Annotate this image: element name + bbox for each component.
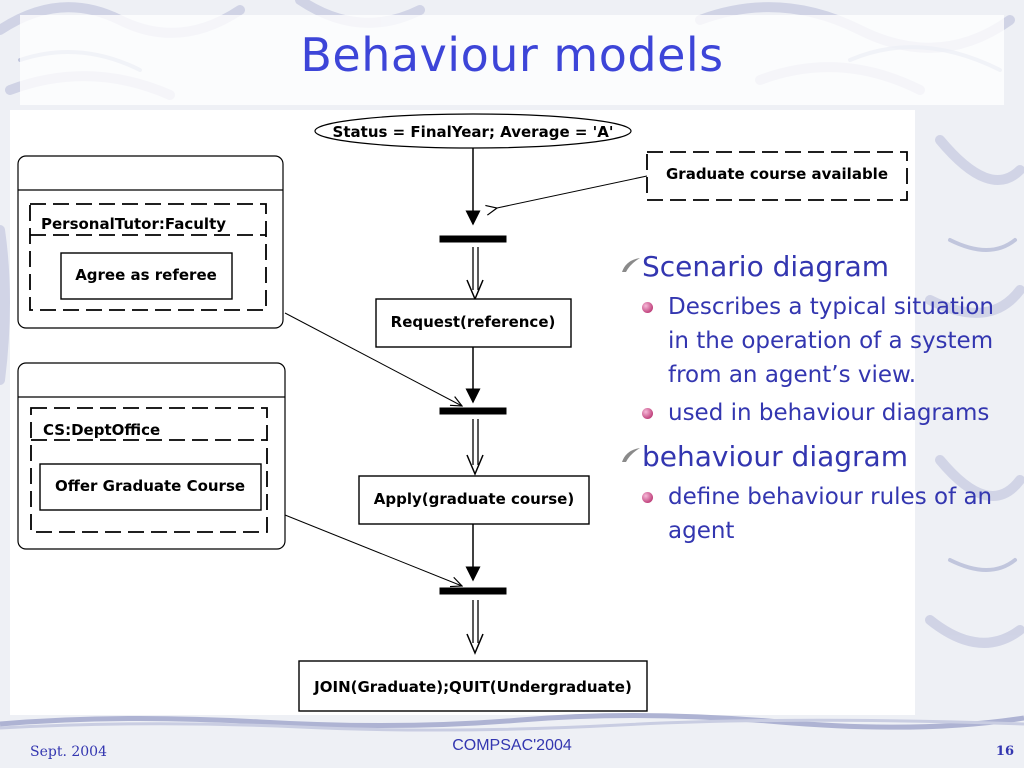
step-request: Request(reference) [391,313,556,331]
agent-dept-office: CS:DeptOffice Offer Graduate Course [17,362,286,550]
agent1-action: Agree as referee [75,266,217,284]
sync-bar-1 [439,235,507,243]
bullet-list: Scenario diagram Describes a typical sit… [620,250,1015,558]
bullet-text: Scenario diagram [642,250,890,283]
sync-bar-3 [439,587,507,595]
title-band [20,15,1004,105]
dot-bullet-icon [642,302,653,313]
trigger-text: Graduate course available [666,165,888,183]
agent2-label: CS:DeptOffice [43,421,160,439]
footer-wave [0,712,1024,732]
flow [284,148,648,712]
sub-bullet: used in behaviour diagrams [620,396,1015,430]
sub-bullet-text: Describes a typical situation in the ope… [668,294,994,388]
bullet-behaviour-diagram: behaviour diagram [620,440,1015,474]
footer-date: Sept. 2004 [30,744,107,760]
agent2-action: Offer Graduate Course [55,477,245,495]
bullet-scenario-diagram: Scenario diagram [620,250,1015,284]
step-join: JOIN(Graduate);QUIT(Undergraduate) [313,678,632,696]
sub-bullet: define behaviour rules of an agent [620,480,1015,548]
page-number: 16 [995,744,1014,759]
slide-title: Behaviour models [300,28,724,82]
bullet-text: behaviour diagram [642,440,908,473]
agent1-label: PersonalTutor:Faculty [41,215,226,233]
trigger-box: Graduate course available [646,151,908,201]
diagram-canvas: Status = FinalYear; Average = 'A' Gradua… [17,113,908,712]
dot-bullet-icon [642,408,653,419]
swoosh-bullet-icon [622,258,640,272]
precondition-text: Status = FinalYear; Average = 'A' [333,123,614,141]
sub-bullet: Describes a typical situation in the ope… [620,290,1015,392]
precondition-ellipse: Status = FinalYear; Average = 'A' [314,113,632,149]
dot-bullet-icon [642,492,653,503]
swoosh-bullet-icon [622,448,640,462]
sub-bullet-text: define behaviour rules of an agent [668,484,993,544]
scenario-diagram: Status = FinalYear; Average = 'A' Gradua… [10,110,915,715]
step-apply: Apply(graduate course) [374,490,574,508]
agent-personal-tutor: PersonalTutor:Faculty Agree as referee [17,155,284,329]
sync-bar-2 [439,407,507,415]
sub-bullet-text: used in behaviour diagrams [668,400,990,426]
footer-conference: COMPSAC'2004 [452,737,572,754]
